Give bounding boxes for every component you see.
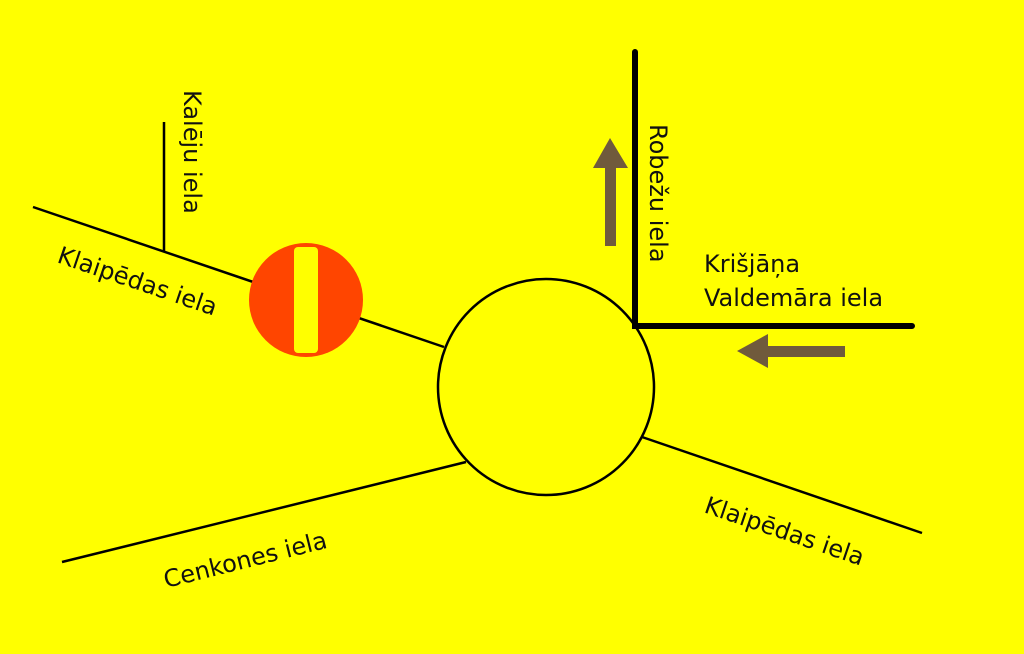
label-klaipedas-west: Klaipēdas iela — [54, 241, 221, 321]
arrow-up-icon — [593, 138, 628, 246]
label-robezu: Robežu iela — [644, 124, 672, 263]
label-cenkones: Cenkones iela — [161, 526, 330, 594]
roundabout-circle — [436, 277, 656, 497]
no-entry-sign-icon — [249, 243, 363, 357]
road-klaipedas-west — [32, 205, 445, 349]
arrow-left-icon — [737, 334, 845, 368]
road-cenkones — [61, 460, 467, 564]
label-klaipedas-east: Klaipēdas iela — [701, 491, 868, 571]
label-valdemara-line2: Valdemāra iela — [704, 284, 883, 312]
label-kaleju: Kalēju iela — [178, 90, 206, 214]
road-klaipedas-east — [641, 435, 923, 535]
label-valdemara-line1: Krišjāņa — [704, 250, 800, 278]
road-robezu-valdemara — [632, 49, 915, 329]
